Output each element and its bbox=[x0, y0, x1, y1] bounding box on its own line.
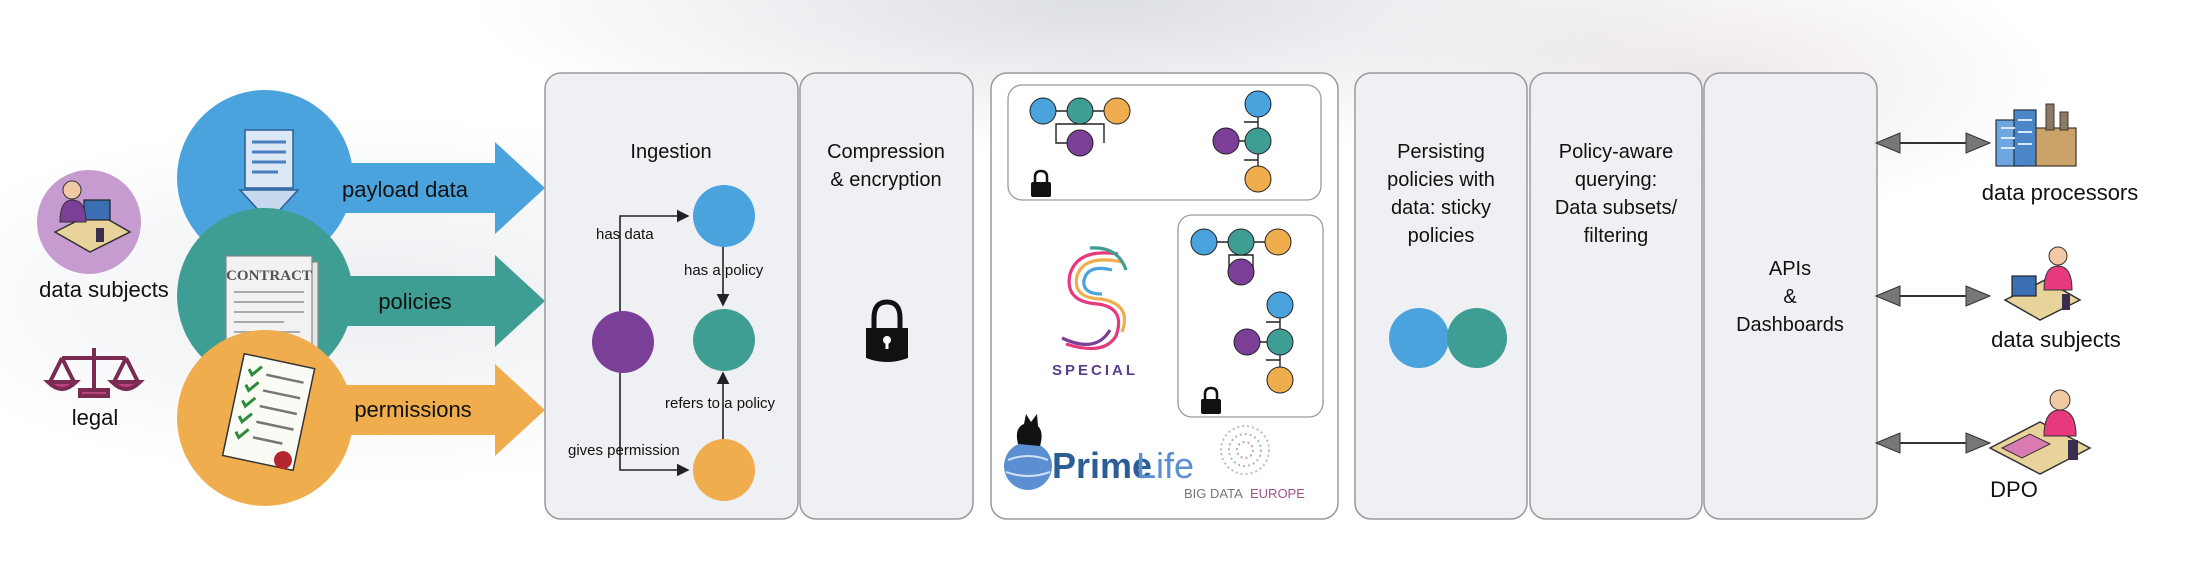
compression-title-line2: & encryption bbox=[830, 169, 941, 191]
persisting-panel: Persisting policies with data: sticky po… bbox=[1354, 72, 1528, 520]
persisting-line-2: policies with bbox=[1387, 169, 1495, 191]
querying-line-2: querying: bbox=[1575, 169, 1657, 191]
has-data-label: has data bbox=[596, 226, 654, 243]
data-subjects-consumer: data subjects bbox=[1991, 246, 2121, 352]
querying-line-4: filtering bbox=[1584, 225, 1648, 247]
apis-line-2: & bbox=[1783, 286, 1797, 308]
dot-sphere-icon bbox=[1220, 425, 1270, 475]
big-data-text: BIG DATA bbox=[1184, 486, 1243, 501]
refers-to-policy-label: refers to a policy bbox=[665, 395, 776, 412]
ingestion-title: Ingestion bbox=[630, 141, 711, 163]
cat-icon bbox=[1016, 414, 1042, 446]
data-subjects-label: data subjects bbox=[39, 277, 169, 302]
dpo-consumer: DPO bbox=[1988, 389, 2092, 502]
has-data-edge bbox=[619, 209, 690, 342]
data-processors-consumer: data processors bbox=[1982, 103, 2139, 205]
querying-line-1: Policy-aware bbox=[1559, 141, 1673, 163]
policy-node bbox=[693, 309, 755, 371]
sticky-policy-node bbox=[1447, 308, 1507, 368]
policies-arrow: CONTRACT policies bbox=[177, 208, 545, 384]
data-subjects-source: data subjects bbox=[37, 170, 169, 302]
apis-panel: APIs & Dashboards bbox=[1703, 72, 1878, 520]
checklist-icon bbox=[221, 352, 316, 472]
ingestion-panel: Ingestion has data has a policy refers t… bbox=[544, 72, 799, 520]
special-logo-text: SPECIAL bbox=[1052, 362, 1138, 379]
data-subjects-consumer-label: data subjects bbox=[1991, 327, 2121, 352]
factory-buildings-icon bbox=[1995, 103, 2077, 167]
scales-of-justice-icon bbox=[43, 348, 145, 398]
contract-document-icon: CONTRACT bbox=[225, 255, 319, 355]
small-lock-icon-2 bbox=[1201, 386, 1221, 414]
small-lock-icon bbox=[1031, 169, 1051, 197]
payload-node bbox=[693, 185, 755, 247]
apis-line-1: APIs bbox=[1769, 258, 1811, 280]
permissions-arrow: permissions bbox=[177, 330, 545, 506]
primelife-prime: Prime bbox=[1052, 445, 1152, 486]
apis-line-3: Dashboards bbox=[1736, 314, 1844, 336]
encrypted-graph-box bbox=[1177, 214, 1324, 418]
dpo-connector bbox=[1874, 432, 1992, 454]
dpo-label: DPO bbox=[1990, 477, 2038, 502]
has-a-policy-label: has a policy bbox=[684, 262, 764, 279]
special-logo: SPECIAL bbox=[1052, 246, 1138, 379]
compression-title-line1: Compression bbox=[827, 141, 945, 163]
person-at-desk-icon-2 bbox=[2003, 246, 2082, 321]
compression-panel: Compression & encryption bbox=[799, 72, 974, 520]
subject-node bbox=[592, 311, 654, 373]
persisting-line-3: data: sticky bbox=[1391, 197, 1491, 219]
permission-node bbox=[693, 439, 755, 501]
gives-permission-label: gives permission bbox=[568, 442, 680, 459]
lock-icon bbox=[866, 299, 908, 362]
contract-heading: CONTRACT bbox=[226, 268, 312, 284]
person-at-desk-icon bbox=[53, 180, 132, 253]
payload-data-label: payload data bbox=[342, 177, 469, 202]
primelife-logo: Prime Life bbox=[1004, 414, 1194, 490]
processors-connector bbox=[1874, 132, 1992, 154]
legal-label: legal bbox=[72, 405, 118, 430]
gives-permission-edge bbox=[619, 342, 690, 477]
policies-label: policies bbox=[378, 289, 451, 314]
europe-text: EUROPE bbox=[1250, 486, 1305, 501]
persisting-line-1: Persisting bbox=[1397, 141, 1485, 163]
legal-source: legal bbox=[43, 348, 145, 430]
graph-store-box bbox=[1007, 84, 1322, 201]
querying-line-3: Data subsets/ bbox=[1555, 197, 1678, 219]
primelife-life: Life bbox=[1136, 445, 1194, 486]
big-data-europe-logo: BIG DATA EUROPE bbox=[1184, 425, 1305, 501]
data-processors-label: data processors bbox=[1982, 180, 2139, 205]
subjects-connector bbox=[1874, 285, 1992, 307]
dpo-desk-icon bbox=[1988, 389, 2092, 475]
persisting-line-4: policies bbox=[1408, 225, 1475, 247]
permissions-label: permissions bbox=[354, 397, 471, 422]
sticky-data-node bbox=[1389, 308, 1449, 368]
storage-panel: SPECIAL Prime Life BIG DATA EUROPE bbox=[990, 72, 1339, 520]
querying-panel: Policy-aware querying: Data subsets/ fil… bbox=[1529, 72, 1703, 520]
